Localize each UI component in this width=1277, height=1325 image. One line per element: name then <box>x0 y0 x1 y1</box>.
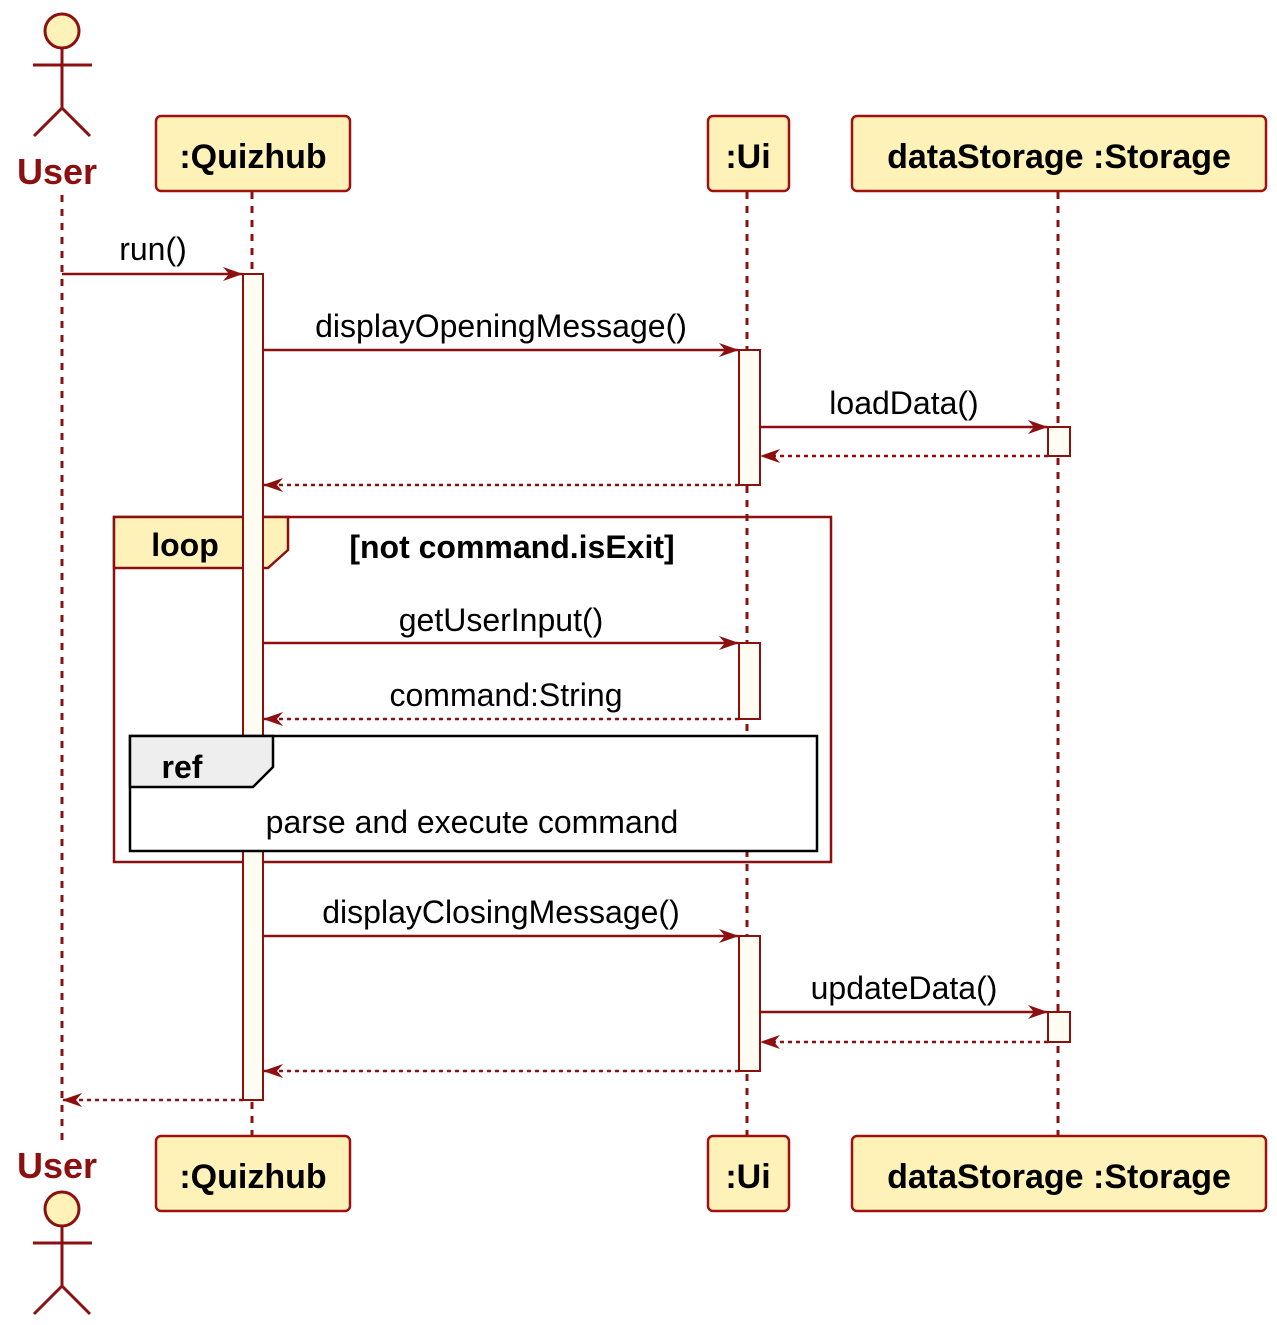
message-label-display-opening: displayOpeningMessage() <box>315 308 687 344</box>
participant-label-storage-top: dataStorage :Storage <box>887 138 1231 176</box>
loop-keyword: loop <box>151 527 219 563</box>
message-label-update-data: updateData() <box>811 970 998 1006</box>
participant-label-storage-bottom: dataStorage :Storage <box>887 1158 1231 1196</box>
activation-ui-opening <box>738 349 761 486</box>
participant-ui-bottom: :Ui <box>706 1134 791 1213</box>
message-run: run() <box>62 231 243 281</box>
message-label-command-return: command:String <box>390 677 623 713</box>
message-get-user-input: getUserInput() <box>263 602 739 650</box>
message-display-opening: displayOpeningMessage() <box>263 308 739 357</box>
message-display-closing: displayClosingMessage() <box>263 894 739 943</box>
participant-storage-top: dataStorage :Storage <box>850 114 1268 193</box>
participant-storage-bottom: dataStorage :Storage <box>850 1134 1268 1213</box>
ref-frame: ref parse and execute command <box>128 734 819 853</box>
ref-keyword: ref <box>162 749 203 785</box>
message-label-get-user-input: getUserInput() <box>399 602 604 638</box>
actor-head <box>43 1190 81 1228</box>
activation-storage-update <box>1047 1011 1071 1043</box>
participant-ui-top: :Ui <box>706 114 791 193</box>
participant-label-ui-top: :Ui <box>725 138 770 176</box>
message-load-data: loadData() <box>760 385 1048 434</box>
actor-label-user-top: User <box>17 151 97 192</box>
participant-quizhub-bottom: :Quizhub <box>154 1134 352 1213</box>
participant-label-quizhub-top: :Quizhub <box>179 138 326 176</box>
activation-ui-closing <box>738 935 761 1072</box>
return-command: command:String <box>263 677 739 726</box>
message-label-load-data: loadData() <box>829 385 978 421</box>
actor-user-bottom: User <box>17 1145 97 1316</box>
ref-text: parse and execute command <box>266 804 679 840</box>
message-label-display-closing: displayClosingMessage() <box>322 894 679 930</box>
participant-label-quizhub-bottom: :Quizhub <box>179 1158 326 1196</box>
activation-storage-load <box>1047 426 1071 457</box>
actor-label-user-bottom: User <box>17 1145 97 1186</box>
participant-label-ui-bottom: :Ui <box>725 1158 770 1196</box>
actor-head <box>43 12 81 50</box>
message-label-run: run() <box>119 231 187 267</box>
actor-user-top: User <box>17 12 97 192</box>
activation-quizhub <box>242 273 264 1101</box>
activation-ui-input <box>738 642 761 720</box>
participant-quizhub-top: :Quizhub <box>154 114 352 193</box>
message-update-data: updateData() <box>760 970 1048 1019</box>
loop-guard: [not command.isExit] <box>349 529 674 565</box>
